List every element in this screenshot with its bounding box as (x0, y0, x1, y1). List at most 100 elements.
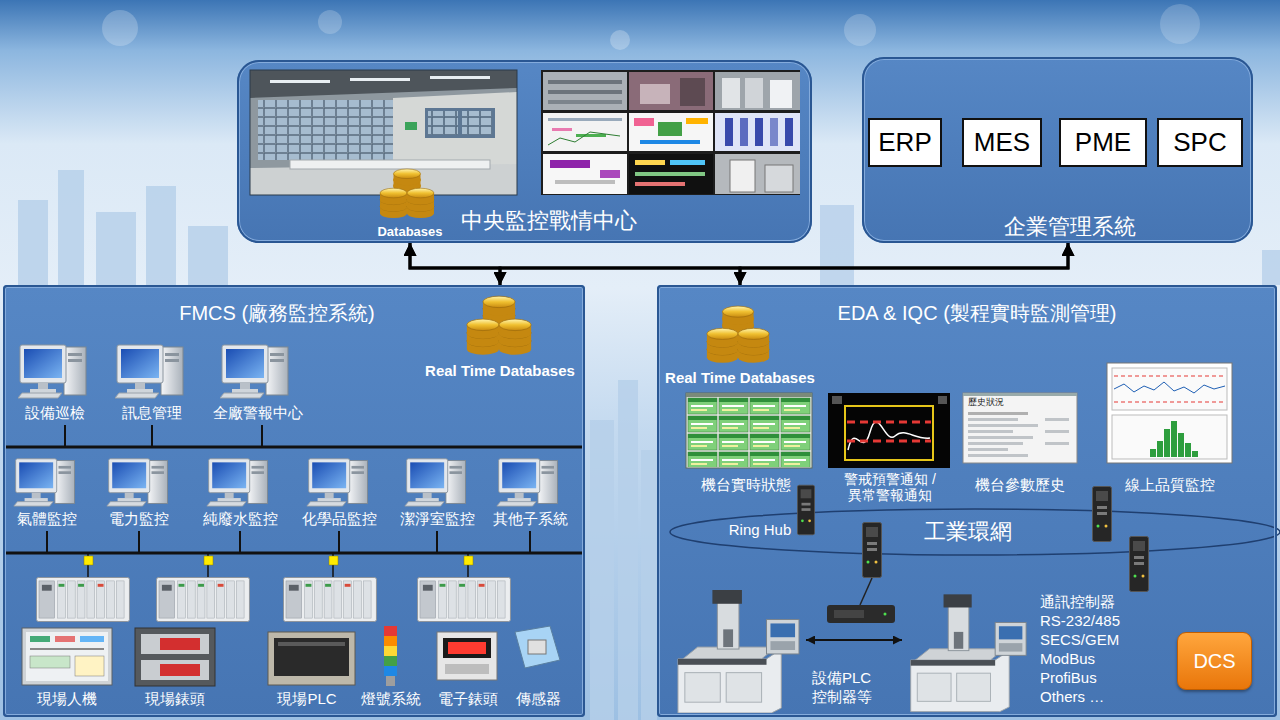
computer-icons (115, 345, 183, 398)
label-slot: 氣體監控 (17, 510, 77, 528)
field-meter (160, 638, 200, 650)
label: 全廠警報中心 (213, 404, 303, 422)
label: 現場錶頭 (145, 690, 205, 708)
system-box: SPC (1157, 118, 1243, 167)
history-screen (968, 454, 1028, 457)
title-slot: FMCS (廠務監控系統) (179, 301, 375, 325)
network-bus (436, 531, 438, 553)
panel-fill (3, 57, 1277, 717)
panel-fill (237, 60, 812, 243)
ring-hubs (797, 485, 1148, 605)
monitor-screens-grid (715, 113, 800, 151)
label: Others … (1040, 688, 1104, 706)
field-hmi (26, 632, 108, 681)
control-room-photo (430, 76, 490, 79)
label-slot: 歷史狀況 (968, 397, 1004, 408)
history-screen (968, 436, 1033, 439)
label-slot: 化學品監控 (302, 510, 377, 528)
label: 設備PLC 控制器等 (812, 668, 884, 706)
monitor-screens-grid (722, 78, 740, 108)
field-meter (135, 628, 215, 686)
history-screen (968, 418, 1018, 421)
label-slot: 電子錶頭 (438, 690, 498, 708)
field-hmi (22, 628, 112, 685)
label-slot: Real Time Databases (665, 369, 815, 387)
network-bus (239, 531, 241, 553)
control-room-photo (250, 70, 517, 98)
signal-tower-light (384, 636, 397, 646)
field-plc (278, 642, 345, 646)
control-room-photo (250, 70, 517, 195)
connector (410, 243, 740, 285)
machines (678, 590, 1026, 713)
connector (500, 243, 1068, 285)
panel: 企業管理系統ERPMESPMESPC (862, 57, 1253, 243)
label: Real Time Databases (665, 369, 815, 387)
city-silhouette (618, 380, 638, 720)
sensor (515, 626, 560, 668)
panel-fill (657, 285, 1277, 717)
switch-device (827, 605, 895, 623)
label-slot: 訊息管理 (122, 404, 182, 422)
ring-hubs (1130, 537, 1149, 592)
dcs-button: DCS (1177, 632, 1252, 690)
plc-modules (84, 556, 93, 565)
monitor-screens-grid (543, 72, 627, 110)
panel: EDA & IQC (製程實時監測管理) DCS (657, 285, 1277, 717)
label: Ring Hub (729, 521, 792, 539)
bokeh (610, 30, 630, 50)
signal-tower-light (384, 626, 397, 636)
label-slot: 燈號系統 (361, 690, 421, 708)
bokeh (844, 14, 876, 46)
label: 燈號系統 (361, 690, 421, 708)
field-meter (135, 628, 215, 686)
title-slot: EDA & IQC (製程實時監測管理) (838, 301, 1117, 325)
history-screen (963, 393, 1077, 396)
alarm-screen (832, 396, 842, 404)
label: 純廢水監控 (203, 510, 278, 528)
label: 機台實時狀態 (701, 476, 791, 494)
monitor-screens-grid (770, 118, 778, 146)
digital-meter (437, 632, 497, 680)
field-hmi (55, 636, 75, 642)
label-slot: RS-232/485 (1040, 612, 1120, 630)
computer-icons (497, 459, 558, 506)
monitor-screens-grid (543, 154, 627, 194)
label: 機台參數歷史 (975, 476, 1065, 494)
label-slot: 機台參數歷史 (975, 476, 1065, 494)
monitor-screens-grid (730, 160, 755, 192)
quality-chart-screen (1114, 382, 1225, 393)
network-bus (5, 425, 583, 577)
label: 通訊控制器 (1040, 593, 1115, 611)
computer-icons (405, 459, 466, 506)
quality-chart-screen (1112, 415, 1227, 459)
monitor-screens-grid (629, 72, 713, 110)
field-hmi (80, 636, 104, 642)
signal-tower-light (384, 626, 397, 686)
panel-fill (862, 57, 1253, 243)
connector (740, 243, 1068, 285)
switch-device (884, 613, 887, 616)
field-hmi (22, 628, 112, 685)
ring-hubs (863, 523, 882, 578)
label-slot: 線上品質監控 (1125, 476, 1215, 494)
quality-chart-screen (1114, 402, 1225, 403)
connector (410, 243, 500, 285)
history-screen (963, 393, 1077, 463)
label-slot: 現場人機 (37, 690, 97, 708)
monitor-screens-grid (680, 78, 705, 106)
system-box: ERP (868, 118, 942, 167)
city-silhouette (146, 186, 176, 285)
monitor-screens-grid (640, 140, 700, 144)
network-bus (5, 552, 583, 555)
label: Databases (377, 224, 442, 240)
monitor-screens-grid (785, 118, 793, 146)
monitor-screens-grid (541, 70, 800, 195)
alarm-screen (828, 393, 950, 468)
quality-chart-screen (1178, 433, 1184, 457)
field-hmi (30, 636, 50, 642)
monitor-screens-grid (550, 160, 590, 168)
history-screen (968, 430, 1013, 433)
